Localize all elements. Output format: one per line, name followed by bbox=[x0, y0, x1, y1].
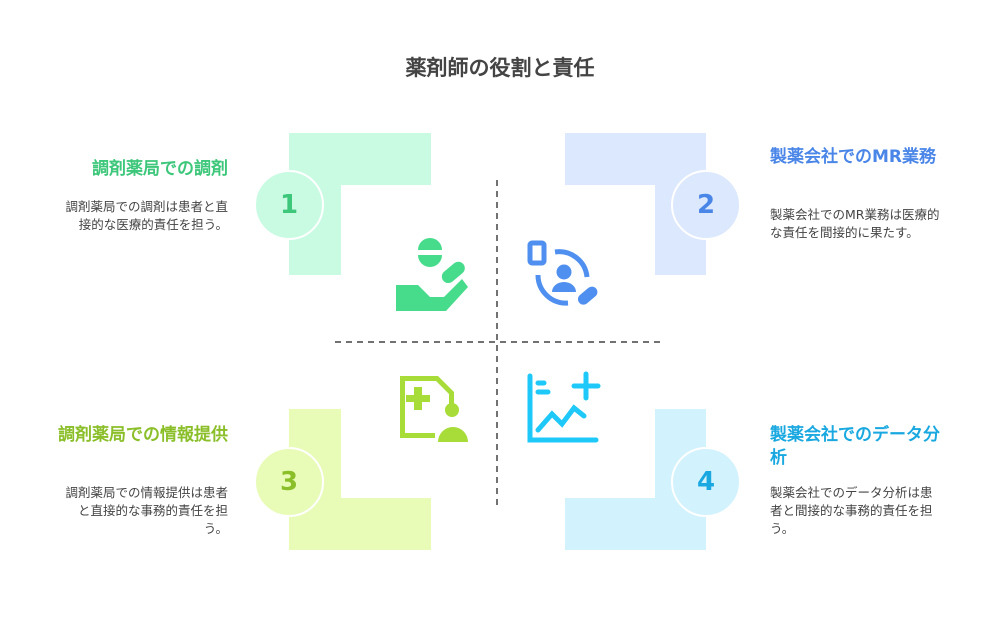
step-1-badge: 1 bbox=[254, 170, 324, 240]
item-1-heading: 調剤薬局での調剤 bbox=[92, 159, 228, 179]
hand-pill-icon bbox=[396, 238, 468, 311]
chart-plus-icon bbox=[527, 371, 601, 443]
item-3-heading: 調剤薬局での情報提供 bbox=[58, 425, 228, 445]
item-1-description: 調剤薬局での調剤は患者と直接的な医療的責任を担う。 bbox=[65, 199, 228, 232]
item-4-description: 製薬会社でのデータ分析は患者と間接的な事務的責任を担う。 bbox=[770, 485, 933, 536]
item-4-heading: 製薬会社でのデータ分析 bbox=[770, 425, 940, 468]
item-2-heading: 製薬会社でのMR業務 bbox=[770, 147, 937, 167]
item-2-description: 製薬会社でのMR業務は医療的な責任を間接的に果たす。 bbox=[770, 207, 940, 240]
item-3-description: 調剤薬局での情報提供は患者と直接的な事務的責任を担う。 bbox=[65, 485, 228, 536]
step-4-badge: 4 bbox=[671, 447, 741, 517]
step-2-badge: 2 bbox=[671, 170, 741, 240]
medical-file-person-icon bbox=[400, 376, 468, 442]
step-3-badge: 3 bbox=[254, 447, 324, 517]
person-document-pill-icon bbox=[527, 240, 598, 306]
quadrant-3-shape bbox=[289, 409, 431, 550]
quadrant-4-shape bbox=[565, 409, 706, 550]
quadrant-2-shape bbox=[565, 133, 706, 275]
quadrant-1-shape bbox=[289, 133, 431, 275]
page-title: 薬剤師の役割と責任 bbox=[405, 56, 595, 80]
